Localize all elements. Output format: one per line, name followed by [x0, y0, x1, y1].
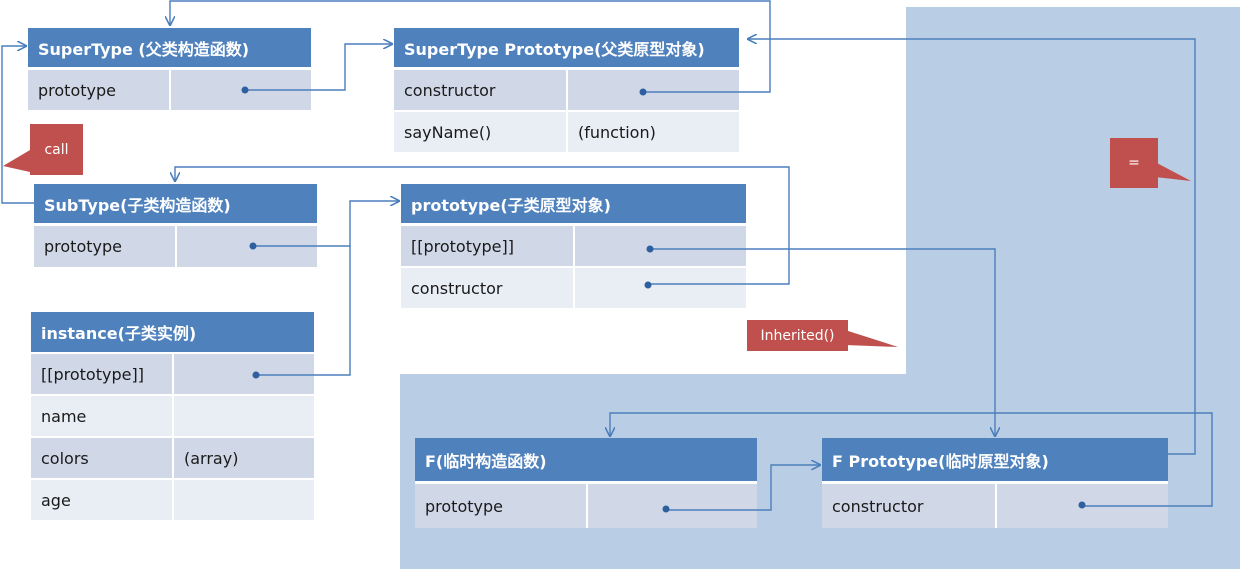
- connector-instance-prototype: [256, 246, 351, 376]
- inherited-callout-tail: [845, 330, 898, 347]
- property-value: [175, 226, 317, 267]
- property-value: [169, 70, 311, 110]
- box-title: instance(子类实例): [31, 312, 314, 352]
- property-name: prototype: [425, 496, 503, 516]
- box-title: SuperType (父类构造函数): [28, 28, 311, 67]
- connector-sub-constructor: [175, 166, 790, 285]
- table-row: name: [31, 396, 314, 436]
- connector-equals: [748, 39, 1196, 455]
- connector-dot: [1078, 501, 1086, 509]
- connector-f-prototype: [666, 465, 820, 511]
- connector-dot: [252, 371, 260, 379]
- property-value: (array): [172, 438, 314, 478]
- property-name: [[prototype]]: [411, 236, 514, 256]
- connector-dot: [662, 505, 670, 513]
- subtype-constructor-box: SubType(子类构造函数) prototype: [34, 184, 317, 267]
- table-row: [[prototype]]: [401, 226, 746, 266]
- property-name: constructor: [404, 80, 496, 100]
- property-name: prototype: [44, 237, 122, 256]
- box-title: F(临时构造函数): [415, 438, 757, 481]
- connector-f-constructor: [610, 412, 1213, 507]
- connector-dot: [241, 86, 249, 94]
- connector-dot: [644, 281, 652, 289]
- table-row: constructor: [401, 268, 746, 308]
- subtype-prototype-box: prototype(子类原型对象) [[prototype]] construc…: [401, 184, 746, 308]
- property-name: name: [41, 406, 87, 426]
- f-prototype-box: F Prototype(临时原型对象) constructor: [822, 438, 1168, 528]
- property-value: (function): [566, 112, 739, 152]
- property-name: prototype: [38, 80, 116, 100]
- property-name: age: [41, 490, 71, 510]
- property-value: [172, 480, 314, 520]
- property-name: constructor: [411, 278, 503, 298]
- f-constructor-box: F(临时构造函数) prototype: [415, 438, 757, 528]
- property-value: [566, 70, 739, 110]
- connector-dot: [646, 245, 654, 253]
- equals-callout: =: [1110, 138, 1158, 188]
- connector-subtype-prototype: [253, 201, 399, 247]
- property-name: sayName(): [404, 122, 492, 142]
- box-title: F Prototype(临时原型对象): [822, 438, 1168, 481]
- supertype-prototype-box: SuperType Prototype(父类原型对象) constructor …: [394, 28, 739, 152]
- property-value: [586, 484, 757, 528]
- table-row: colors (array): [31, 438, 314, 478]
- box-title: SubType(子类构造函数): [34, 184, 317, 223]
- instance-box: instance(子类实例) [[prototype]] name colors…: [31, 312, 314, 520]
- property-name: constructor: [832, 496, 924, 516]
- connector-dot: [639, 88, 647, 96]
- property-name: colors: [41, 448, 89, 468]
- connector-call: [1, 46, 34, 204]
- table-row: prototype: [415, 484, 757, 528]
- property-value: [573, 268, 746, 308]
- property-value: [172, 354, 314, 394]
- inherited-callout: Inherited(): [747, 320, 848, 351]
- equals-callout-tail: [1155, 162, 1191, 181]
- call-callout: call: [30, 124, 83, 175]
- connector-dot: [249, 242, 257, 250]
- box-title: SuperType Prototype(父类原型对象): [394, 28, 739, 67]
- table-row: [[prototype]]: [31, 354, 314, 394]
- property-name: [[prototype]]: [41, 364, 144, 384]
- table-row: constructor: [822, 484, 1168, 528]
- box-title: prototype(子类原型对象): [401, 184, 746, 223]
- property-value: [172, 396, 314, 436]
- connector-supertype-prototype: [245, 44, 392, 91]
- property-value: [995, 484, 1168, 528]
- connector-sub-proto-chain: [650, 248, 995, 436]
- property-value: [573, 226, 746, 266]
- inherited-region-upper: [906, 7, 1240, 377]
- table-row: age: [31, 480, 314, 520]
- table-row: sayName() (function): [394, 112, 739, 152]
- connector-super-constructor: [170, 0, 771, 93]
- table-row: constructor: [394, 70, 739, 110]
- supertype-constructor-box: SuperType (父类构造函数) prototype: [28, 28, 311, 110]
- call-callout-tail: [3, 150, 30, 172]
